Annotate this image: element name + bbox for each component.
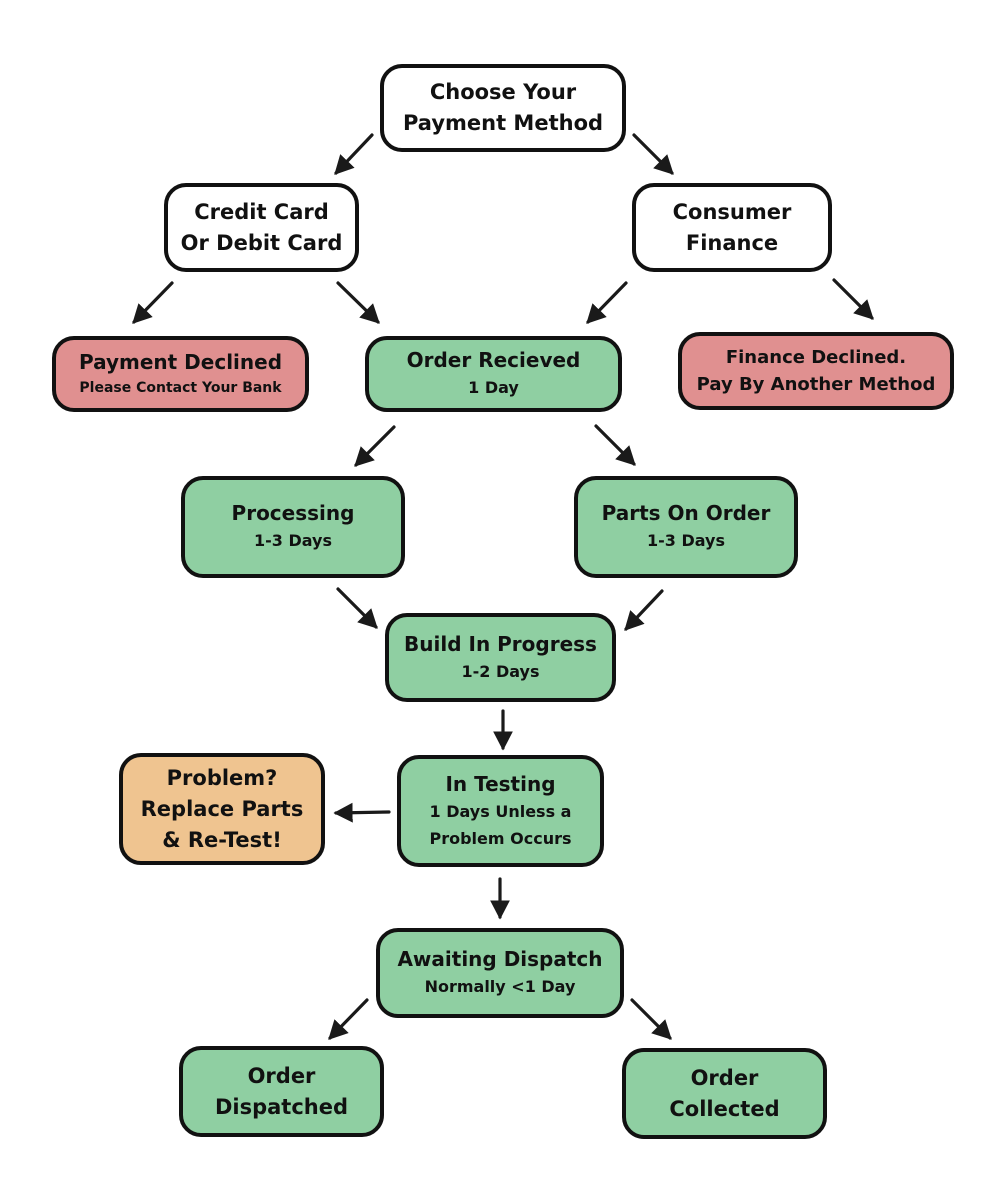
node-label: Order — [690, 1065, 759, 1090]
arrow-received-to-parts — [594, 424, 636, 466]
node-detail: Problem Occurs — [429, 828, 572, 848]
arrow-testing-to-problem — [333, 802, 391, 823]
awaiting-dispatch-node: Awaiting Dispatch Normally <1 Day — [376, 928, 624, 1018]
processing-node: Processing 1-3 Days — [181, 476, 405, 578]
node-title: Parts On Order — [601, 501, 771, 525]
arrow-received-to-processing — [354, 425, 396, 467]
node-title: Payment Declined — [78, 349, 283, 374]
node-label: Finance Declined. — [725, 347, 907, 368]
node-title: Processing — [231, 501, 355, 525]
node-detail: Normally <1 Day — [424, 977, 576, 996]
node-label: Order — [247, 1063, 316, 1088]
node-label: Collected — [669, 1096, 780, 1121]
arrow-dispatch-to-dispatched — [328, 998, 369, 1040]
arrow-processing-to-build — [336, 587, 378, 629]
parts-on-order-node: Parts On Order 1-3 Days — [574, 476, 798, 578]
node-detail: 1-3 Days — [253, 531, 332, 550]
order-received-node: Order Recieved 1 Day — [365, 336, 622, 412]
credit-card-node: Credit Card Or Debit Card — [164, 183, 359, 272]
node-label: Credit Card — [194, 199, 329, 224]
node-label: Consumer — [672, 199, 792, 224]
payment-declined-node: Payment Declined Please Contact Your Ban… — [52, 336, 309, 412]
node-label: Problem? — [166, 765, 278, 790]
node-label: Replace Parts — [140, 796, 304, 821]
finance-declined-node: Finance Declined. Pay By Another Method — [678, 332, 954, 410]
consumer-finance-node: Consumer Finance — [632, 183, 832, 272]
node-detail: 1-2 Days — [461, 661, 540, 681]
build-in-progress-node: Build In Progress 1-2 Days — [385, 613, 616, 702]
node-title: Build In Progress — [404, 631, 597, 656]
node-label: Choose Your — [429, 80, 577, 104]
node-label: Payment Method — [402, 111, 604, 135]
choose-payment-node: Choose Your Payment Method — [380, 64, 626, 152]
node-label: & Re-Test! — [162, 827, 282, 852]
node-title: In Testing — [445, 771, 556, 796]
arrow-finance-to-finance-declined — [832, 278, 874, 320]
node-label: Finance — [685, 230, 779, 255]
node-label: Or Debit Card — [180, 230, 343, 255]
node-label: Dispatched — [214, 1094, 349, 1119]
arrow-choose-to-credit — [334, 133, 374, 175]
problem-node: Problem? Replace Parts & Re-Test! — [119, 753, 325, 865]
arrow-choose-to-finance — [632, 133, 674, 175]
node-detail: 1-3 Days — [646, 531, 725, 550]
node-detail: Please Contact Your Bank — [79, 379, 282, 396]
node-title: Order Recieved — [406, 348, 581, 372]
order-dispatched-node: Order Dispatched — [179, 1046, 384, 1137]
order-collected-node: Order Collected — [622, 1048, 827, 1139]
node-detail: 1 Days Unless a — [429, 801, 572, 821]
node-detail: 1 Day — [468, 378, 519, 397]
arrow-parts-to-build — [624, 589, 664, 631]
arrow-dispatch-to-collected — [630, 998, 672, 1040]
node-title: Awaiting Dispatch — [397, 947, 603, 971]
arrow-finance-to-received — [586, 281, 628, 324]
arrow-credit-to-received — [336, 281, 380, 324]
in-testing-node: In Testing 1 Days Unless a Problem Occur… — [397, 755, 604, 867]
node-label: Pay By Another Method — [696, 374, 936, 395]
arrow-credit-to-declined — [132, 281, 174, 324]
